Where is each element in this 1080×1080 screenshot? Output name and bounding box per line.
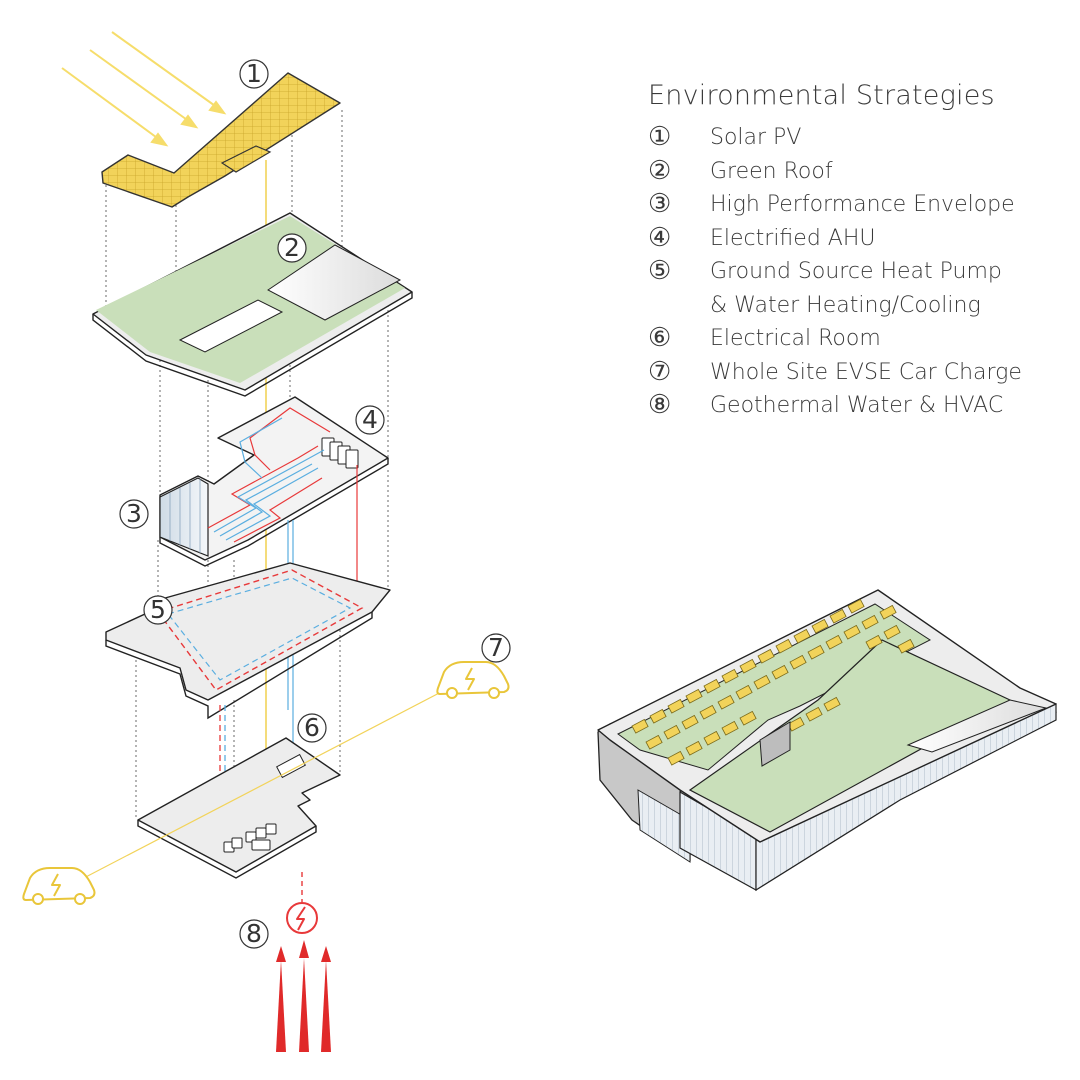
legend-item: ⑧ Geothermal Water & HVAC — [648, 389, 1068, 423]
legend-number: ⑥ — [648, 323, 672, 353]
legend-item: ⑦ Whole Site EVSE Car Charge — [648, 356, 1068, 390]
legend-item: ② Green Roof — [648, 155, 1068, 189]
svg-text:1: 1 — [246, 59, 262, 88]
ev-power-line — [79, 677, 469, 881]
legend-label: Electrical Room — [710, 326, 881, 351]
legend-label: Electrified AHU — [710, 225, 876, 251]
legend-label: Geothermal Water & HVAC — [710, 393, 1004, 418]
callout-2: 2 — [277, 233, 307, 263]
callout-5: 5 — [143, 595, 173, 625]
legend-label: Solar PV — [710, 125, 802, 150]
callout-1: 1 — [239, 59, 269, 89]
svg-text:5: 5 — [150, 595, 166, 624]
svg-text:7: 7 — [488, 633, 504, 662]
legend-list: ① Solar PV ② Green Roof ③ High Performan… — [648, 121, 1068, 423]
legend-label: High Performance Envelope — [710, 192, 1015, 217]
legend-item: ⑥ Electrical Room — [648, 322, 1068, 356]
callout-6: 6 — [297, 713, 327, 743]
legend-item: ④ Electrified AHU — [648, 222, 1068, 256]
legend-number: ⑤ — [648, 256, 672, 286]
legend-number: ⑦ — [648, 356, 672, 387]
solar-pv-layer — [101, 72, 341, 208]
assembled-building-axonometric — [597, 589, 1057, 892]
callout-7: 7 — [481, 633, 511, 663]
legend-item: ③ High Performance Envelope — [648, 188, 1068, 222]
car-charging-icon — [436, 661, 510, 699]
callout-4: 4 — [355, 405, 385, 435]
gshp-layer — [105, 562, 391, 720]
green-roof-layer — [92, 212, 413, 397]
legend-number: ② — [648, 155, 672, 186]
roof-solar-panels — [631, 598, 915, 766]
callout-8: 8 — [239, 919, 269, 949]
ahu-units — [321, 437, 359, 469]
svg-text:6: 6 — [304, 713, 320, 742]
svg-text:4: 4 — [362, 405, 378, 434]
legend-number: ① — [648, 122, 672, 152]
callout-3: 3 — [119, 499, 149, 529]
legend-label: Green Roof — [710, 158, 833, 184]
legend-label: Ground Source Heat Pump & Water Heating/… — [710, 259, 1002, 318]
sun-ray-arrow — [61, 31, 227, 147]
legend-number: ③ — [648, 189, 672, 219]
lightning-icon — [286, 902, 318, 934]
envelope-ahu-layer — [159, 396, 389, 567]
legend: Environmental Strategies ① Solar PV ② Gr… — [648, 80, 1068, 423]
legend-label: Whole Site EVSE Car Charge — [710, 359, 1022, 385]
legend-number: ⑧ — [648, 390, 672, 420]
legend-number: ④ — [648, 222, 672, 253]
ground-floor-layer — [137, 737, 341, 879]
svg-text:3: 3 — [126, 499, 142, 528]
legend-item: ① Solar PV — [648, 121, 1068, 155]
car-charging-icon — [22, 867, 96, 905]
svg-text:2: 2 — [284, 233, 300, 262]
svg-text:8: 8 — [246, 919, 262, 948]
geothermal-arrow — [276, 940, 331, 1052]
legend-title: Environmental Strategies — [648, 80, 995, 111]
legend-item: ⑤ Ground Source Heat Pump & Water Heatin… — [648, 255, 1068, 322]
electrical-equipment — [223, 823, 277, 853]
